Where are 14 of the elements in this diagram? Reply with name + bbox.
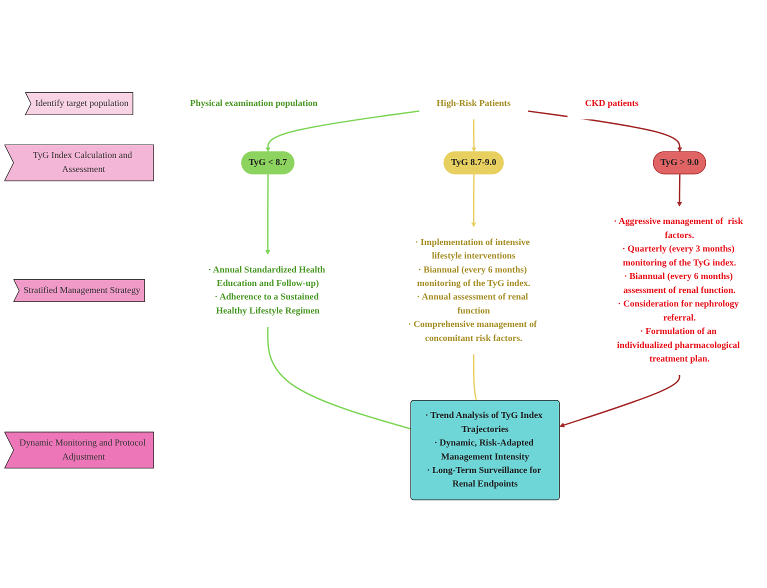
arrow xyxy=(559,374,680,428)
node-text: · Aggressive management of risk factors. · Quarterly (every 3 months) monitoring of the TyG index. · Biannual (every 6 months) assessment of renal function. · Consideration for nephrology referral. · Formulation of an individualized pharmacological treatment plan. xyxy=(614,216,743,364)
node-text: Physical examination population xyxy=(190,98,318,108)
arrow xyxy=(471,119,476,152)
arrow xyxy=(471,174,476,228)
node-text: · Implementation of intensive lifestyle interventions · Biannual (every 6 months) monitoring of the TyG index. · Annual assessment of renal function · Comprehensive management of concomitant risk factors. xyxy=(408,237,537,344)
connector xyxy=(267,326,412,430)
arrow xyxy=(265,174,270,255)
arrow xyxy=(266,110,420,152)
arrow xyxy=(528,110,682,152)
node-text: High-Risk Patients xyxy=(436,98,511,108)
connector xyxy=(472,354,477,401)
node-text: · Annual Standardized Health Education and Follow-up) · Adherence to a Sustained Healthy Lifestyle Regimen xyxy=(208,264,326,316)
arrow xyxy=(677,174,682,207)
